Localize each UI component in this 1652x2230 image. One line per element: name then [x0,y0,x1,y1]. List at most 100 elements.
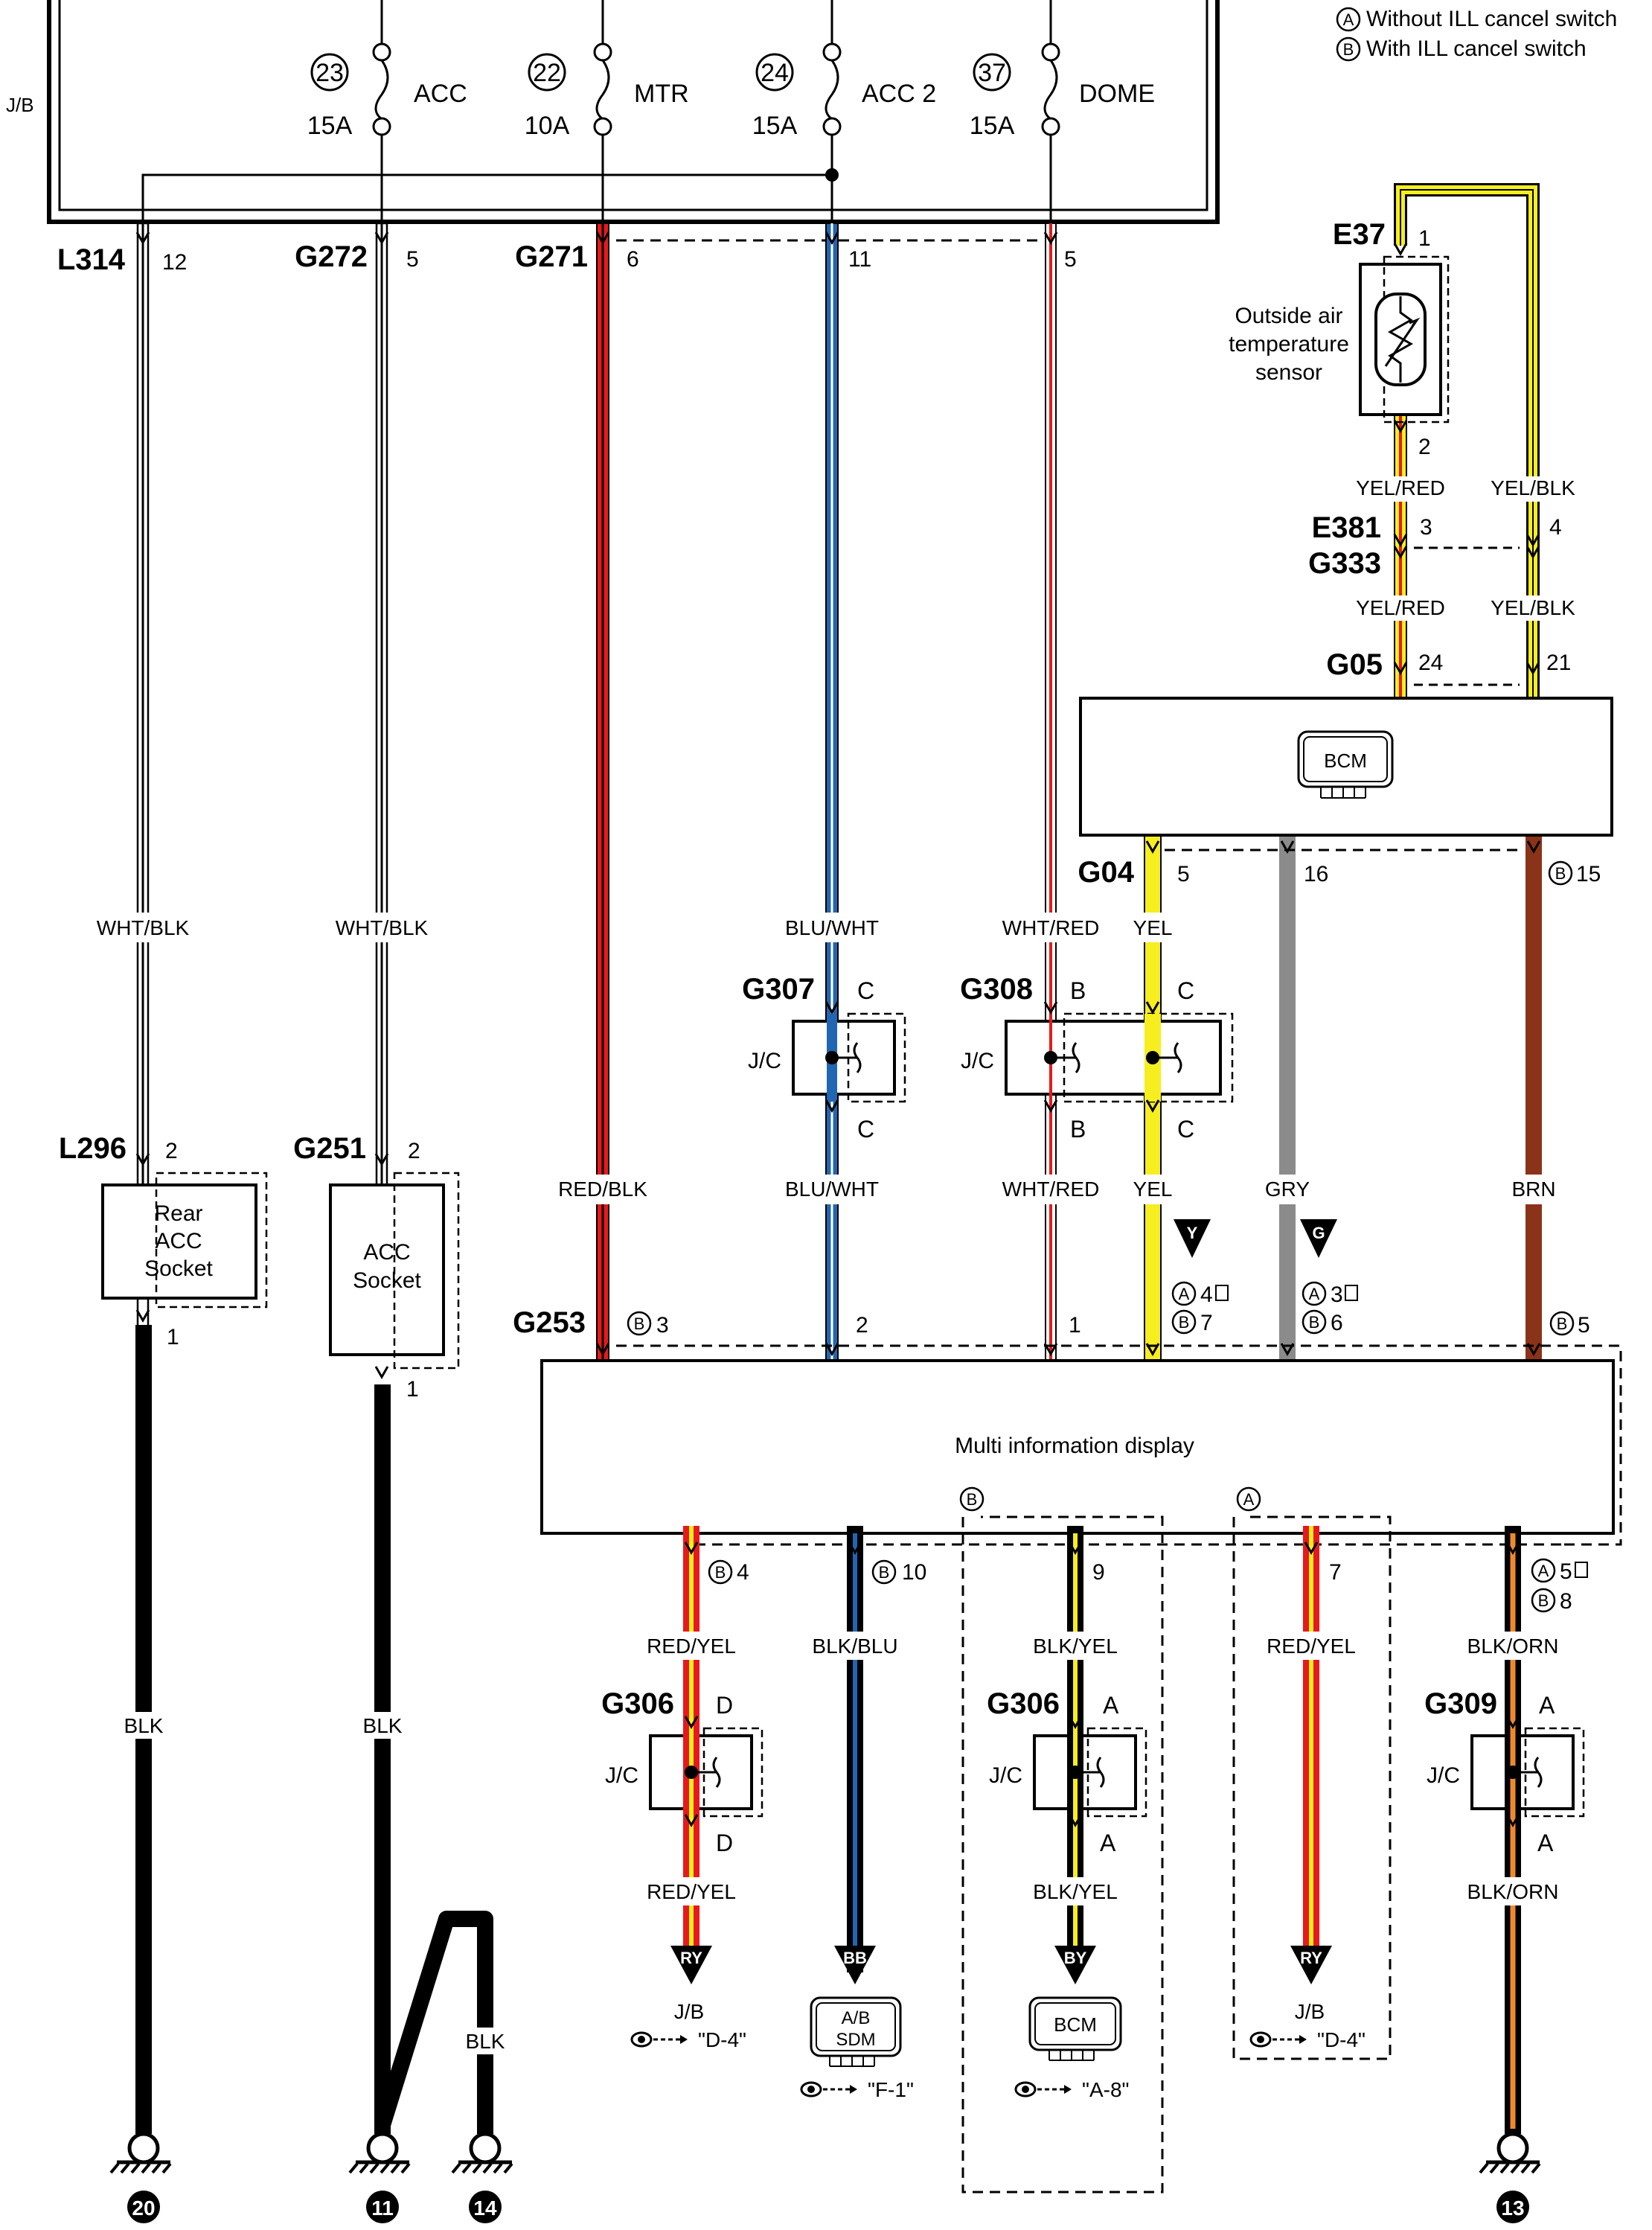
wire-blk-left: BLK BLK BLK [119,1325,510,2134]
sensor-label-line: sensor [1255,360,1322,385]
fuse-name: ACC 2 [862,80,936,108]
page-reference: "F-1" [868,2078,914,2101]
top-connectors: L314 12 G272 5 G271 6 11 5 [57,231,1077,276]
connector-g271: G271 [515,240,588,273]
pin-label: 3 [1331,1282,1343,1307]
pin-label: B [1070,1116,1086,1143]
wire-blk-blu [847,1526,863,1972]
device-label-line: Socket [144,1256,213,1281]
eye-icon [800,2081,859,2098]
wire-label: BLK [363,1714,403,1737]
wire-brn [1525,834,1542,1362]
ref-tag: RY [1300,1949,1322,1967]
wire-label: YEL/BLK [1491,596,1575,619]
wire-gry [1279,834,1296,1362]
fuse-amp: 15A [307,112,353,140]
pin-label: D [716,1692,733,1719]
wire-labels-upper: WHT/BLK WHT/BLK BLU/WHT WHT/RED YEL [95,913,1176,942]
junction-g306-a: G306 A J/C A [987,1687,1147,1856]
fuse-23: 23 15A ACC [307,42,467,140]
legend-b-text: With ILL cancel switch [1366,36,1587,61]
variant-a-mark: A [1309,1285,1320,1303]
ground-ref-g: G A 3 B 6 [1300,1219,1358,1335]
pin-label: D [716,1830,733,1856]
fuse-amp: 15A [970,112,1015,140]
pin-label: 1 [406,1377,419,1402]
connector-g308: G308 [960,973,1033,1006]
pin-label: C [1177,977,1194,1004]
wire-label: GRY [1265,1178,1310,1201]
ground-number: 13 [1501,2197,1524,2220]
fuse-name: DOME [1079,80,1155,108]
pin-label: 5 [1064,247,1077,272]
fuse-number: 22 [533,59,561,87]
fuse-37: 37 15A DOME [970,42,1155,140]
acc-socket: G251 2 ACC Socket 1 [293,1132,460,1402]
pin-label: 3 [1420,515,1432,540]
page-reference: "D-4" [1317,2028,1366,2051]
wire-label: YEL/RED [1356,596,1445,619]
junction-g308: G308 B C J/C B C [960,973,1234,1143]
wire-label: RED/YEL [1267,1635,1356,1658]
connector-g05: G05 [1326,648,1383,681]
connector-g04: G04 [1078,856,1134,889]
pin-label: 6 [627,247,639,272]
ground-number: 14 [473,2197,497,2220]
wire-wht-blk-1 [136,222,150,1345]
variant-box-a: A [1232,1486,1392,2060]
variant-a-mark: A [1179,1285,1190,1303]
pin-label: 15 [1576,862,1601,886]
ref-tag: Y [1187,1224,1198,1242]
pin-label: 2 [856,1313,868,1338]
pin-label: A [1100,1830,1116,1856]
pin-label: 10 [902,1560,926,1585]
pin-label: 9 [1092,1560,1105,1585]
wire-label: BRN [1511,1178,1555,1201]
ground-14: 14 [452,2134,512,2223]
fuse-name: ACC [414,80,467,108]
variant-b-mark: B [634,1314,645,1333]
wire-label: YEL/RED [1356,476,1445,499]
wire-label: BLK/ORN [1467,1635,1559,1658]
variant-b-mark: B [1309,1313,1320,1332]
pin-label: C [857,977,874,1004]
legend-a-mark: A [1343,10,1354,29]
device-label-line: ACC [363,1240,410,1265]
ground-20: 20 [111,2134,170,2223]
pin-label: 8 [1560,1589,1572,1614]
destination-ry-2: RY J/B "D-4" [1249,1946,1366,2051]
device-label-line: Socket [353,1268,421,1293]
pin-label: 11 [848,247,871,272]
pin-label: 1 [167,1325,179,1349]
wire-wht-blk-2 [375,222,388,1345]
eye-icon [1249,2031,1308,2048]
jc-label: J/C [961,1049,994,1073]
mid-label: Multi information display [955,1434,1194,1458]
legend-a-text: Without ILL cancel switch [1366,7,1617,31]
variant-b-mark: B [715,1563,726,1582]
pin-label: 7 [1329,1560,1342,1585]
wire-label: RED/YEL [647,1635,736,1658]
wire-label: BLK/ORN [1467,1880,1559,1903]
wire-blk-orn [1505,1526,1521,2134]
multi-information-display: G253 Multi information display B 3 2 1 B… [513,1306,1622,1546]
wire-label: BLK/YEL [1033,1880,1118,1903]
pin-label: 2 [1418,435,1431,459]
page-reference: "A-8" [1082,2078,1129,2101]
variant-b-mark: B [1557,1314,1568,1333]
fuse-number: 24 [761,59,789,87]
variant-b-mark: B [1538,1591,1549,1610]
connector-g309: G309 [1424,1687,1497,1720]
wire-label: YEL [1133,916,1173,939]
pin-label: 16 [1304,862,1328,886]
ground-13: 13 [1480,2134,1540,2223]
ref-tag: BY [1064,1949,1087,1967]
pin-label: 4 [1200,1282,1213,1307]
fuse-amp: 15A [752,112,798,140]
eye-icon [630,2031,689,2048]
destination-bb: BB A/B SDM "F-1" [800,1946,914,2101]
pin-label: 21 [1546,651,1571,675]
pin-label: A [1537,1830,1554,1856]
destination-label: A/B [842,2008,871,2028]
